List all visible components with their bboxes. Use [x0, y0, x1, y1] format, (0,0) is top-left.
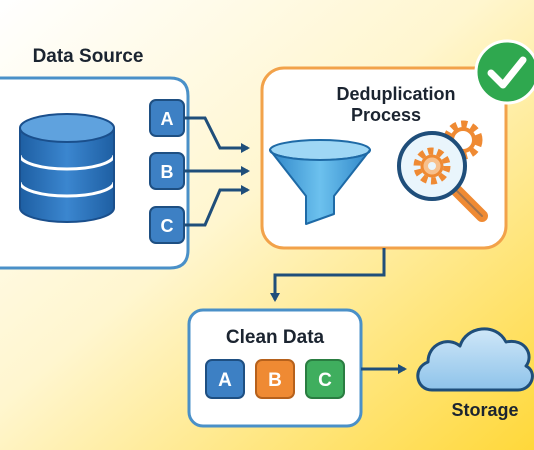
input-chip-a-label: A: [161, 109, 174, 129]
arrow-process-to-clean-data: [270, 248, 386, 302]
process-title-line1: Deduplication: [336, 84, 455, 104]
input-chip-a: A: [149, 99, 185, 137]
data-source-title: Data Source: [33, 46, 144, 67]
input-chip-c: C: [149, 206, 185, 244]
input-chip-c-label: C: [161, 216, 174, 236]
check-badge-icon: [474, 39, 534, 105]
clean-data-title: Clean Data: [226, 327, 325, 348]
funnel-icon: [269, 139, 371, 225]
process-title-line2: Process: [351, 105, 421, 125]
output-chip-a-label: A: [218, 370, 232, 391]
inner-gear-icon: [413, 147, 451, 185]
input-chip-b-label: B: [161, 162, 174, 182]
input-chip-b: B: [149, 152, 185, 190]
output-chip-c: C: [305, 359, 345, 399]
output-chip-c-label: C: [318, 370, 332, 391]
output-chip-b-label: B: [268, 370, 282, 391]
output-chip-b: B: [255, 359, 295, 399]
magnifier-gear-icon: [397, 120, 488, 222]
storage-label: Storage: [451, 400, 518, 420]
database-icon: [18, 113, 116, 223]
arrow-a-to-filter: [184, 116, 250, 153]
cloud-icon: [416, 327, 534, 392]
arrow-c-to-filter: [184, 185, 250, 227]
output-chip-a: A: [205, 359, 245, 399]
